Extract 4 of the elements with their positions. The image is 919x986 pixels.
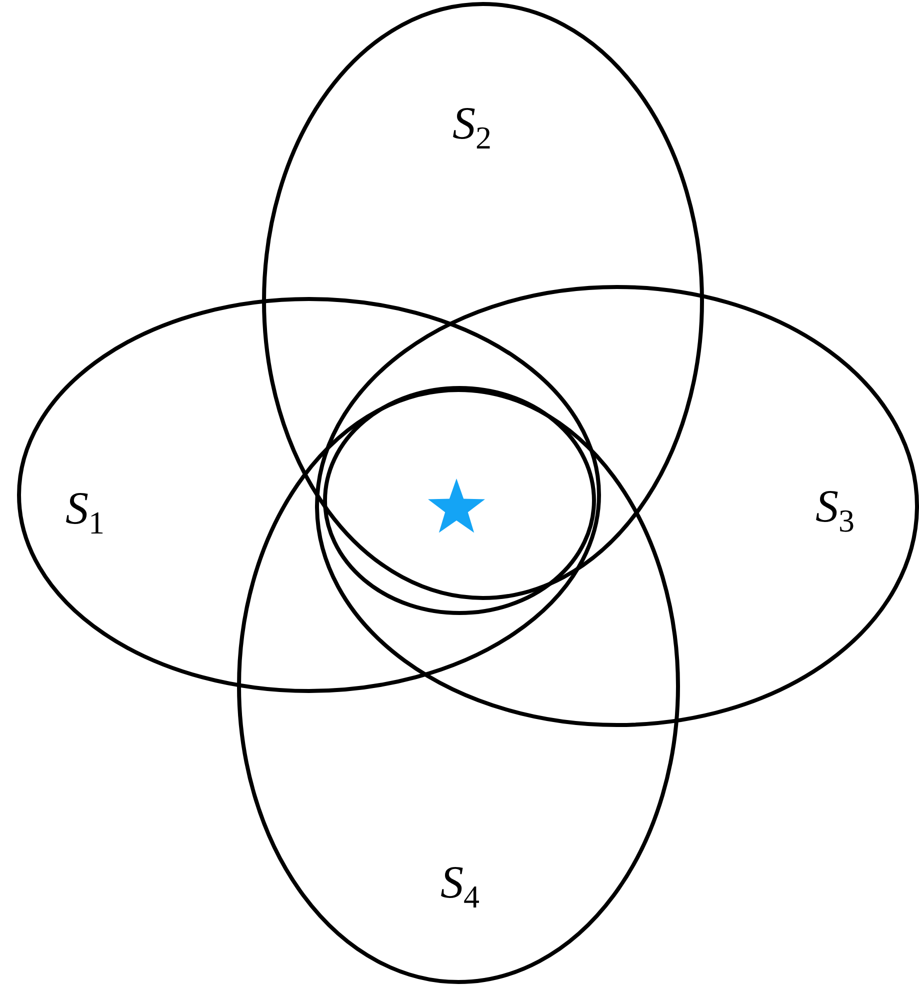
- set-label: S$_{1}$: [66, 485, 104, 539]
- set-label: S$_{4}$: [440, 859, 480, 913]
- set-label: S$_{3}$: [816, 483, 854, 537]
- set-label: S$_{2}$: [452, 100, 492, 154]
